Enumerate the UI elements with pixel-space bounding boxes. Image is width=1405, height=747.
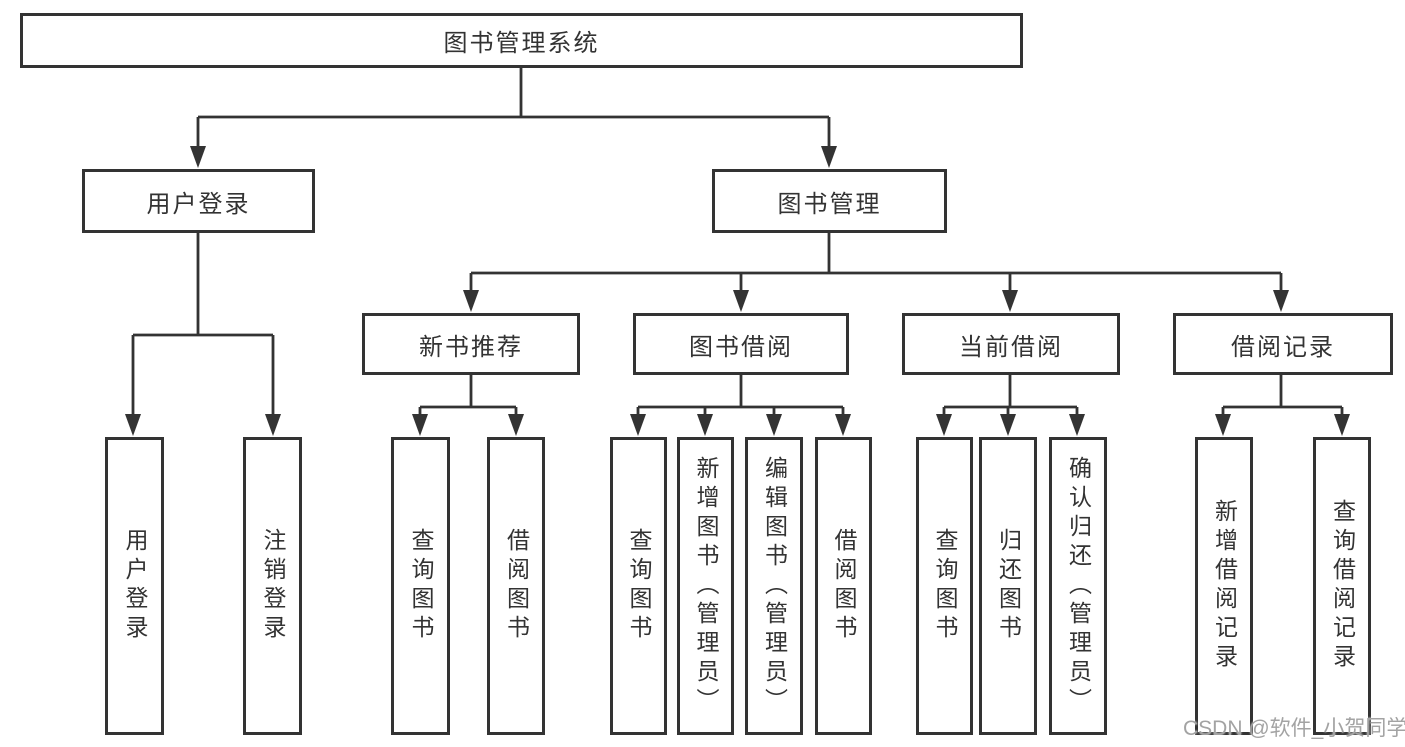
leaf-logout: 注销登录 xyxy=(243,437,302,735)
leaf-return-books: 归还图书 xyxy=(979,437,1037,735)
leaf-query-books-current: 查询图书 xyxy=(916,437,973,735)
leaf-query-books-borrow: 查询图书 xyxy=(610,437,667,735)
leaf-user-login: 用户登录 xyxy=(105,437,164,735)
csdn-watermark: CSDN @软件_小贺同学 xyxy=(1183,717,1405,740)
leaf-borrow-books-recommend: 借阅图书 xyxy=(487,437,545,735)
node-book-management-group: 图书管理 xyxy=(712,169,947,233)
leaf-query-borrow-record: 查询借阅记录 xyxy=(1313,437,1371,735)
leaf-edit-books-admin: 编辑图书（管理员） xyxy=(745,437,803,735)
node-new-book-recommendation: 新书推荐 xyxy=(362,313,580,375)
leaf-borrow-books: 借阅图书 xyxy=(815,437,872,735)
node-current-borrowing: 当前借阅 xyxy=(902,313,1120,375)
node-borrowing-records: 借阅记录 xyxy=(1173,313,1393,375)
node-book-borrowing: 图书借阅 xyxy=(633,313,849,375)
leaf-add-borrow-record: 新增借阅记录 xyxy=(1195,437,1253,735)
node-user-login-group: 用户登录 xyxy=(82,169,315,233)
leaf-add-books-admin: 新增图书（管理员） xyxy=(677,437,734,735)
node-library-management-system: 图书管理系统 xyxy=(20,13,1023,68)
leaf-query-books-recommend: 查询图书 xyxy=(391,437,450,735)
leaf-confirm-return-admin: 确认归还（管理员） xyxy=(1049,437,1107,735)
